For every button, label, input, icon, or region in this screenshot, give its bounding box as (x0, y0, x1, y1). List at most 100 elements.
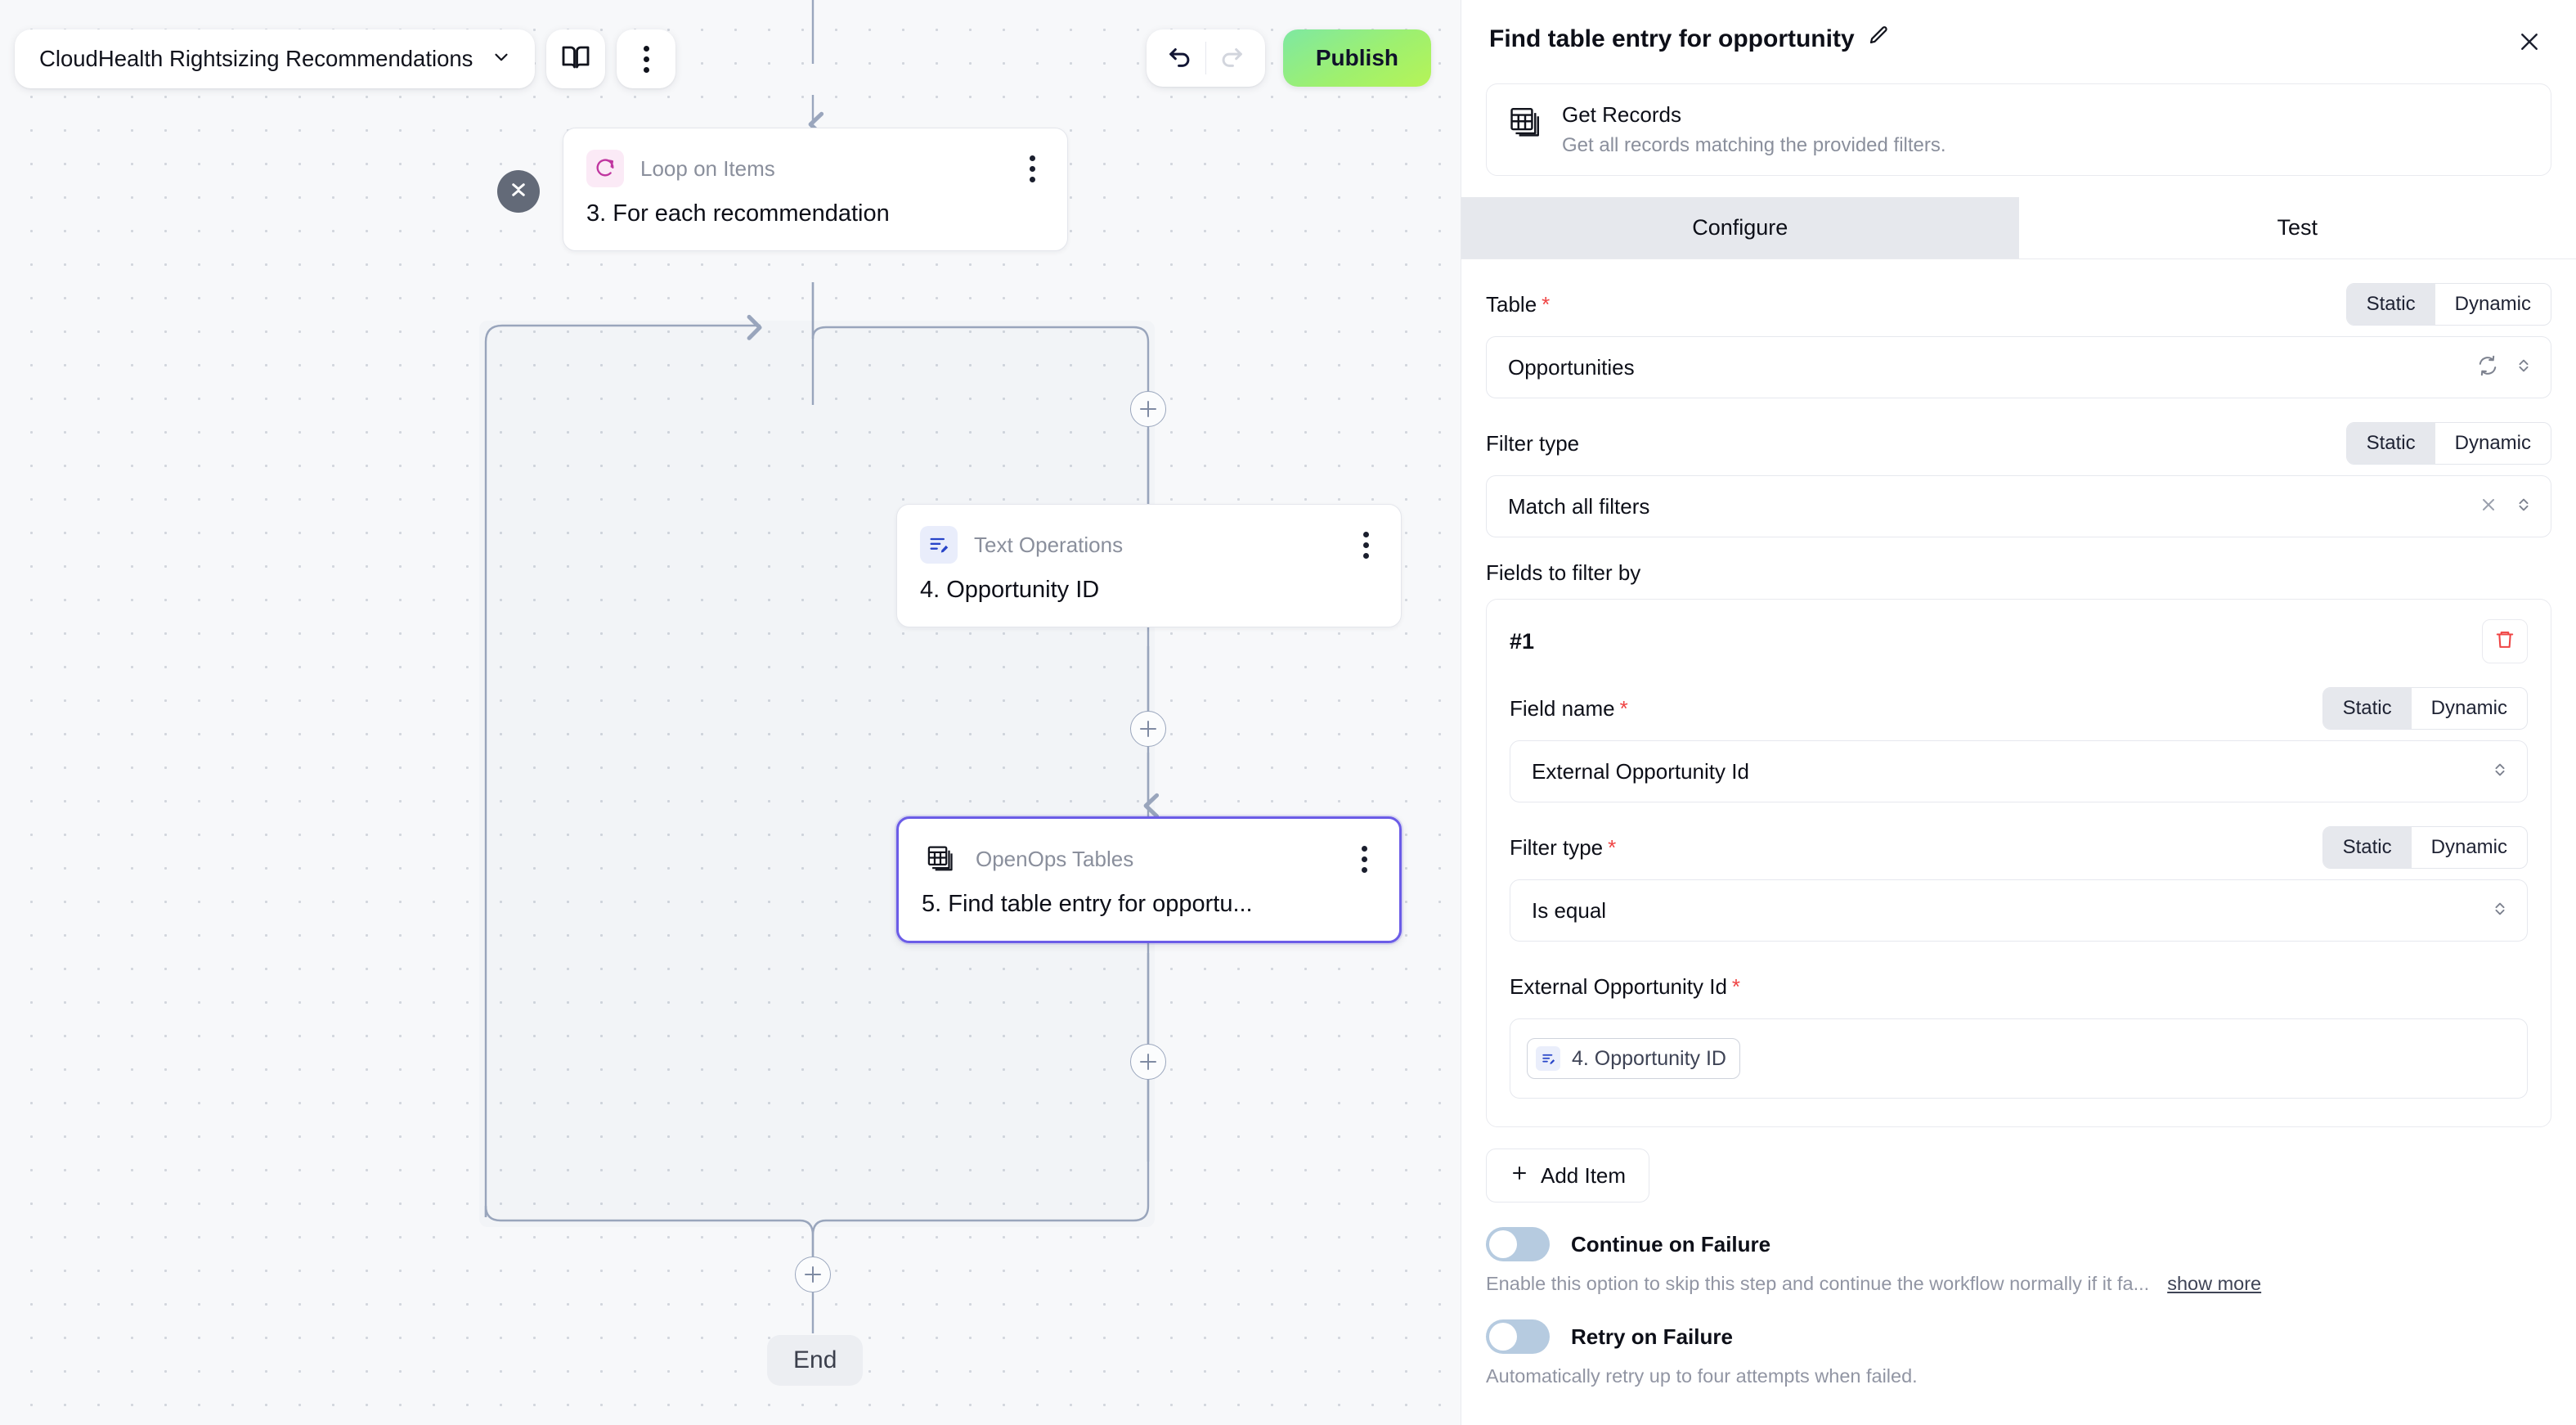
field-name-mode-static[interactable]: Static (2322, 688, 2412, 729)
field-name-label-row: Field name * Static Dynamic (1510, 686, 2528, 730)
field-name-label: Field name (1510, 695, 1615, 721)
kebab-menu-icon (643, 45, 649, 73)
item-filter-type-label: Filter type (1510, 834, 1604, 860)
item-filter-type-select[interactable]: Is equal (1510, 879, 2528, 942)
node-text-operations[interactable]: Text Operations 4. Opportunity ID (896, 504, 1402, 627)
book-icon (561, 43, 590, 76)
field-name-select[interactable]: External Opportunity Id (1510, 740, 2528, 802)
retry-on-failure-row: Retry on Failure (1486, 1319, 2551, 1354)
delete-filter-button[interactable] (2482, 619, 2528, 663)
node-menu-button[interactable] (1350, 842, 1378, 876)
value-field-input[interactable]: 4. Opportunity ID (1510, 1018, 2528, 1099)
node-title: 5. Find table entry for opportu... (922, 891, 1253, 917)
loop-collapse-button[interactable] (497, 170, 540, 213)
chevron-up-down-icon[interactable] (2491, 898, 2509, 924)
refresh-icon[interactable] (2477, 355, 2498, 380)
value-field-label: External Opportunity Id (1510, 973, 1727, 999)
table-field-actions (2477, 355, 2533, 380)
panel-tabs: Configure Test (1461, 197, 2576, 259)
filter-type-label: Filter type (1486, 430, 1580, 456)
item-filter-type-actions (2491, 898, 2509, 924)
node-kind-label: Text Operations (974, 532, 1124, 557)
redo-button[interactable] (1206, 33, 1257, 83)
table-label: Table (1486, 291, 1537, 317)
workflow-selector[interactable]: CloudHealth Rightsizing Recommendations (15, 29, 536, 88)
table-mode-toggle: Static Dynamic (2345, 283, 2551, 326)
redo-icon (1218, 43, 1245, 74)
filter-type-mode-toggle: Static Dynamic (2345, 422, 2551, 465)
field-name-value: External Opportunity Id (1532, 758, 1749, 784)
add-step-button-end[interactable] (795, 1256, 831, 1292)
table-mode-static[interactable]: Static (2346, 284, 2435, 325)
undo-button[interactable] (1155, 33, 1205, 83)
tab-configure[interactable]: Configure (1461, 197, 2019, 258)
required-marker: * (1731, 973, 1741, 999)
chevron-down-icon (491, 47, 512, 72)
undo-redo-group (1146, 29, 1265, 87)
filter-item-card: #1 Field name * Static Dynamic (1486, 599, 2551, 1127)
variable-chip[interactable]: 4. Opportunity ID (1527, 1038, 1740, 1079)
add-step-button-2[interactable] (1130, 711, 1166, 747)
add-step-button-1[interactable] (1130, 391, 1166, 427)
chevron-up-down-icon[interactable] (2491, 759, 2509, 784)
filter-item-header: #1 (1510, 619, 2528, 663)
table-mode-dynamic[interactable]: Dynamic (2454, 293, 2531, 315)
text-operations-icon (920, 526, 958, 564)
trash-icon (2494, 629, 2515, 654)
field-name-mode-dynamic[interactable]: Dynamic (2430, 697, 2507, 719)
retry-on-failure-label: Retry on Failure (1571, 1324, 1733, 1349)
node-menu-button[interactable] (1352, 528, 1380, 562)
node-kind-label: Loop on Items (640, 155, 775, 181)
item-filter-type-mode-static[interactable]: Static (2322, 827, 2412, 868)
close-icon (2517, 29, 2542, 58)
add-step-button-3[interactable] (1130, 1044, 1166, 1080)
node-header: OpenOps Tables (899, 819, 1399, 878)
filter-type-mode-dynamic[interactable]: Dynamic (2454, 432, 2531, 454)
add-item-label: Add Item (1541, 1162, 1627, 1188)
publish-button[interactable]: Publish (1282, 29, 1431, 87)
node-openops-tables[interactable]: OpenOps Tables 5. Find table entry for o… (896, 816, 1402, 943)
action-description: Get all records matching the provided fi… (1562, 134, 1946, 156)
action-name: Get Records (1562, 102, 1681, 127)
workflow-edges (484, 0, 1160, 1333)
node-menu-button[interactable] (1018, 151, 1046, 186)
pencil-icon[interactable] (1868, 25, 1890, 53)
plus-icon (1510, 1163, 1529, 1189)
chevron-up-down-icon[interactable] (2515, 355, 2533, 380)
chevron-up-down-icon[interactable] (2515, 494, 2533, 519)
variable-chip-label: 4. Opportunity ID (1572, 1046, 1726, 1070)
filter-type-label-row: Filter type Static Dynamic (1486, 421, 2551, 465)
item-filter-type-mode-toggle: Static Dynamic (2322, 826, 2528, 869)
item-filter-type-mode-dynamic[interactable]: Dynamic (2430, 836, 2507, 858)
filter-type-select[interactable]: Match all filters (1486, 475, 2551, 537)
add-item-button[interactable]: Add Item (1486, 1149, 1650, 1202)
filter-type-field-actions (2479, 494, 2533, 519)
node-header: Loop on Items (563, 128, 1067, 187)
continue-on-failure-help: Enable this option to skip this step and… (1486, 1273, 2551, 1295)
table-value: Opportunities (1508, 354, 1635, 380)
required-marker: * (1542, 291, 1551, 317)
tab-test[interactable]: Test (2018, 197, 2576, 258)
close-panel-button[interactable] (2511, 25, 2548, 62)
node-header: Text Operations (897, 505, 1401, 564)
continue-show-more-link[interactable]: show more (2167, 1273, 2262, 1294)
canvas-toolbar-left: CloudHealth Rightsizing Recommendations (15, 29, 676, 88)
continue-on-failure-toggle[interactable] (1486, 1227, 1550, 1261)
text-operations-icon (1536, 1046, 1560, 1071)
end-node: End (767, 1335, 864, 1386)
continue-on-failure-help-text: Enable this option to skip this step and… (1486, 1273, 2150, 1294)
clear-icon[interactable] (2479, 495, 2498, 519)
workflow-more-menu-button[interactable] (617, 29, 676, 88)
undo-icon (1166, 43, 1194, 74)
table-select[interactable]: Opportunities (1486, 336, 2551, 398)
workflow-canvas[interactable]: CloudHealth Rightsizing Recommendations (0, 0, 1461, 1425)
node-kind-label: OpenOps Tables (976, 846, 1134, 871)
filter-type-mode-static[interactable]: Static (2346, 423, 2435, 464)
node-title: 4. Opportunity ID (920, 577, 1100, 603)
loop-region-shade (479, 321, 1155, 1227)
retry-on-failure-toggle[interactable] (1486, 1319, 1550, 1354)
docs-button[interactable] (546, 29, 606, 88)
panel-body: Table * Static Dynamic Opportunities (1461, 259, 2576, 1425)
retry-on-failure-help: Automatically retry up to four attempts … (1486, 1365, 2551, 1387)
node-loop-on-items[interactable]: Loop on Items 3. For each recommendation (563, 128, 1068, 251)
